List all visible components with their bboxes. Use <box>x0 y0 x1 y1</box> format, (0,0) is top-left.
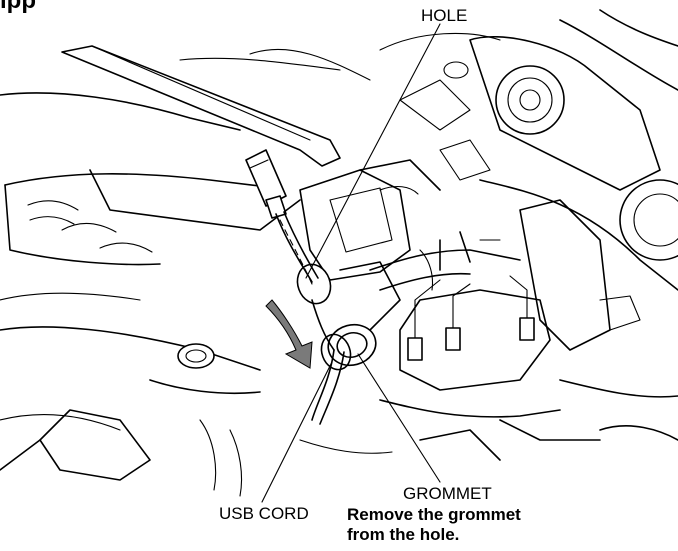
brake-lines <box>369 231 551 391</box>
hood-prop-rod <box>61 45 371 167</box>
leader-lines <box>261 23 441 503</box>
hole-label: HOLE <box>421 6 468 25</box>
instruction-line-2: from the hole. <box>347 525 460 544</box>
grommet-label: GROMMET <box>403 484 492 503</box>
usb-cord <box>245 149 345 425</box>
lower-left-components <box>0 343 261 497</box>
movement-arrow <box>265 299 313 369</box>
bottom-components <box>299 399 601 461</box>
usb-cord-label: USB CORD <box>219 504 309 523</box>
instruction-note: Remove the grommet from the hole. <box>347 505 521 545</box>
header-fragment: ipp <box>0 0 36 14</box>
bracket-assembly <box>299 159 441 281</box>
instruction-line-1: Remove the grommet <box>347 505 521 524</box>
right-side-components <box>379 9 678 441</box>
hole-and-grommet <box>296 261 401 371</box>
